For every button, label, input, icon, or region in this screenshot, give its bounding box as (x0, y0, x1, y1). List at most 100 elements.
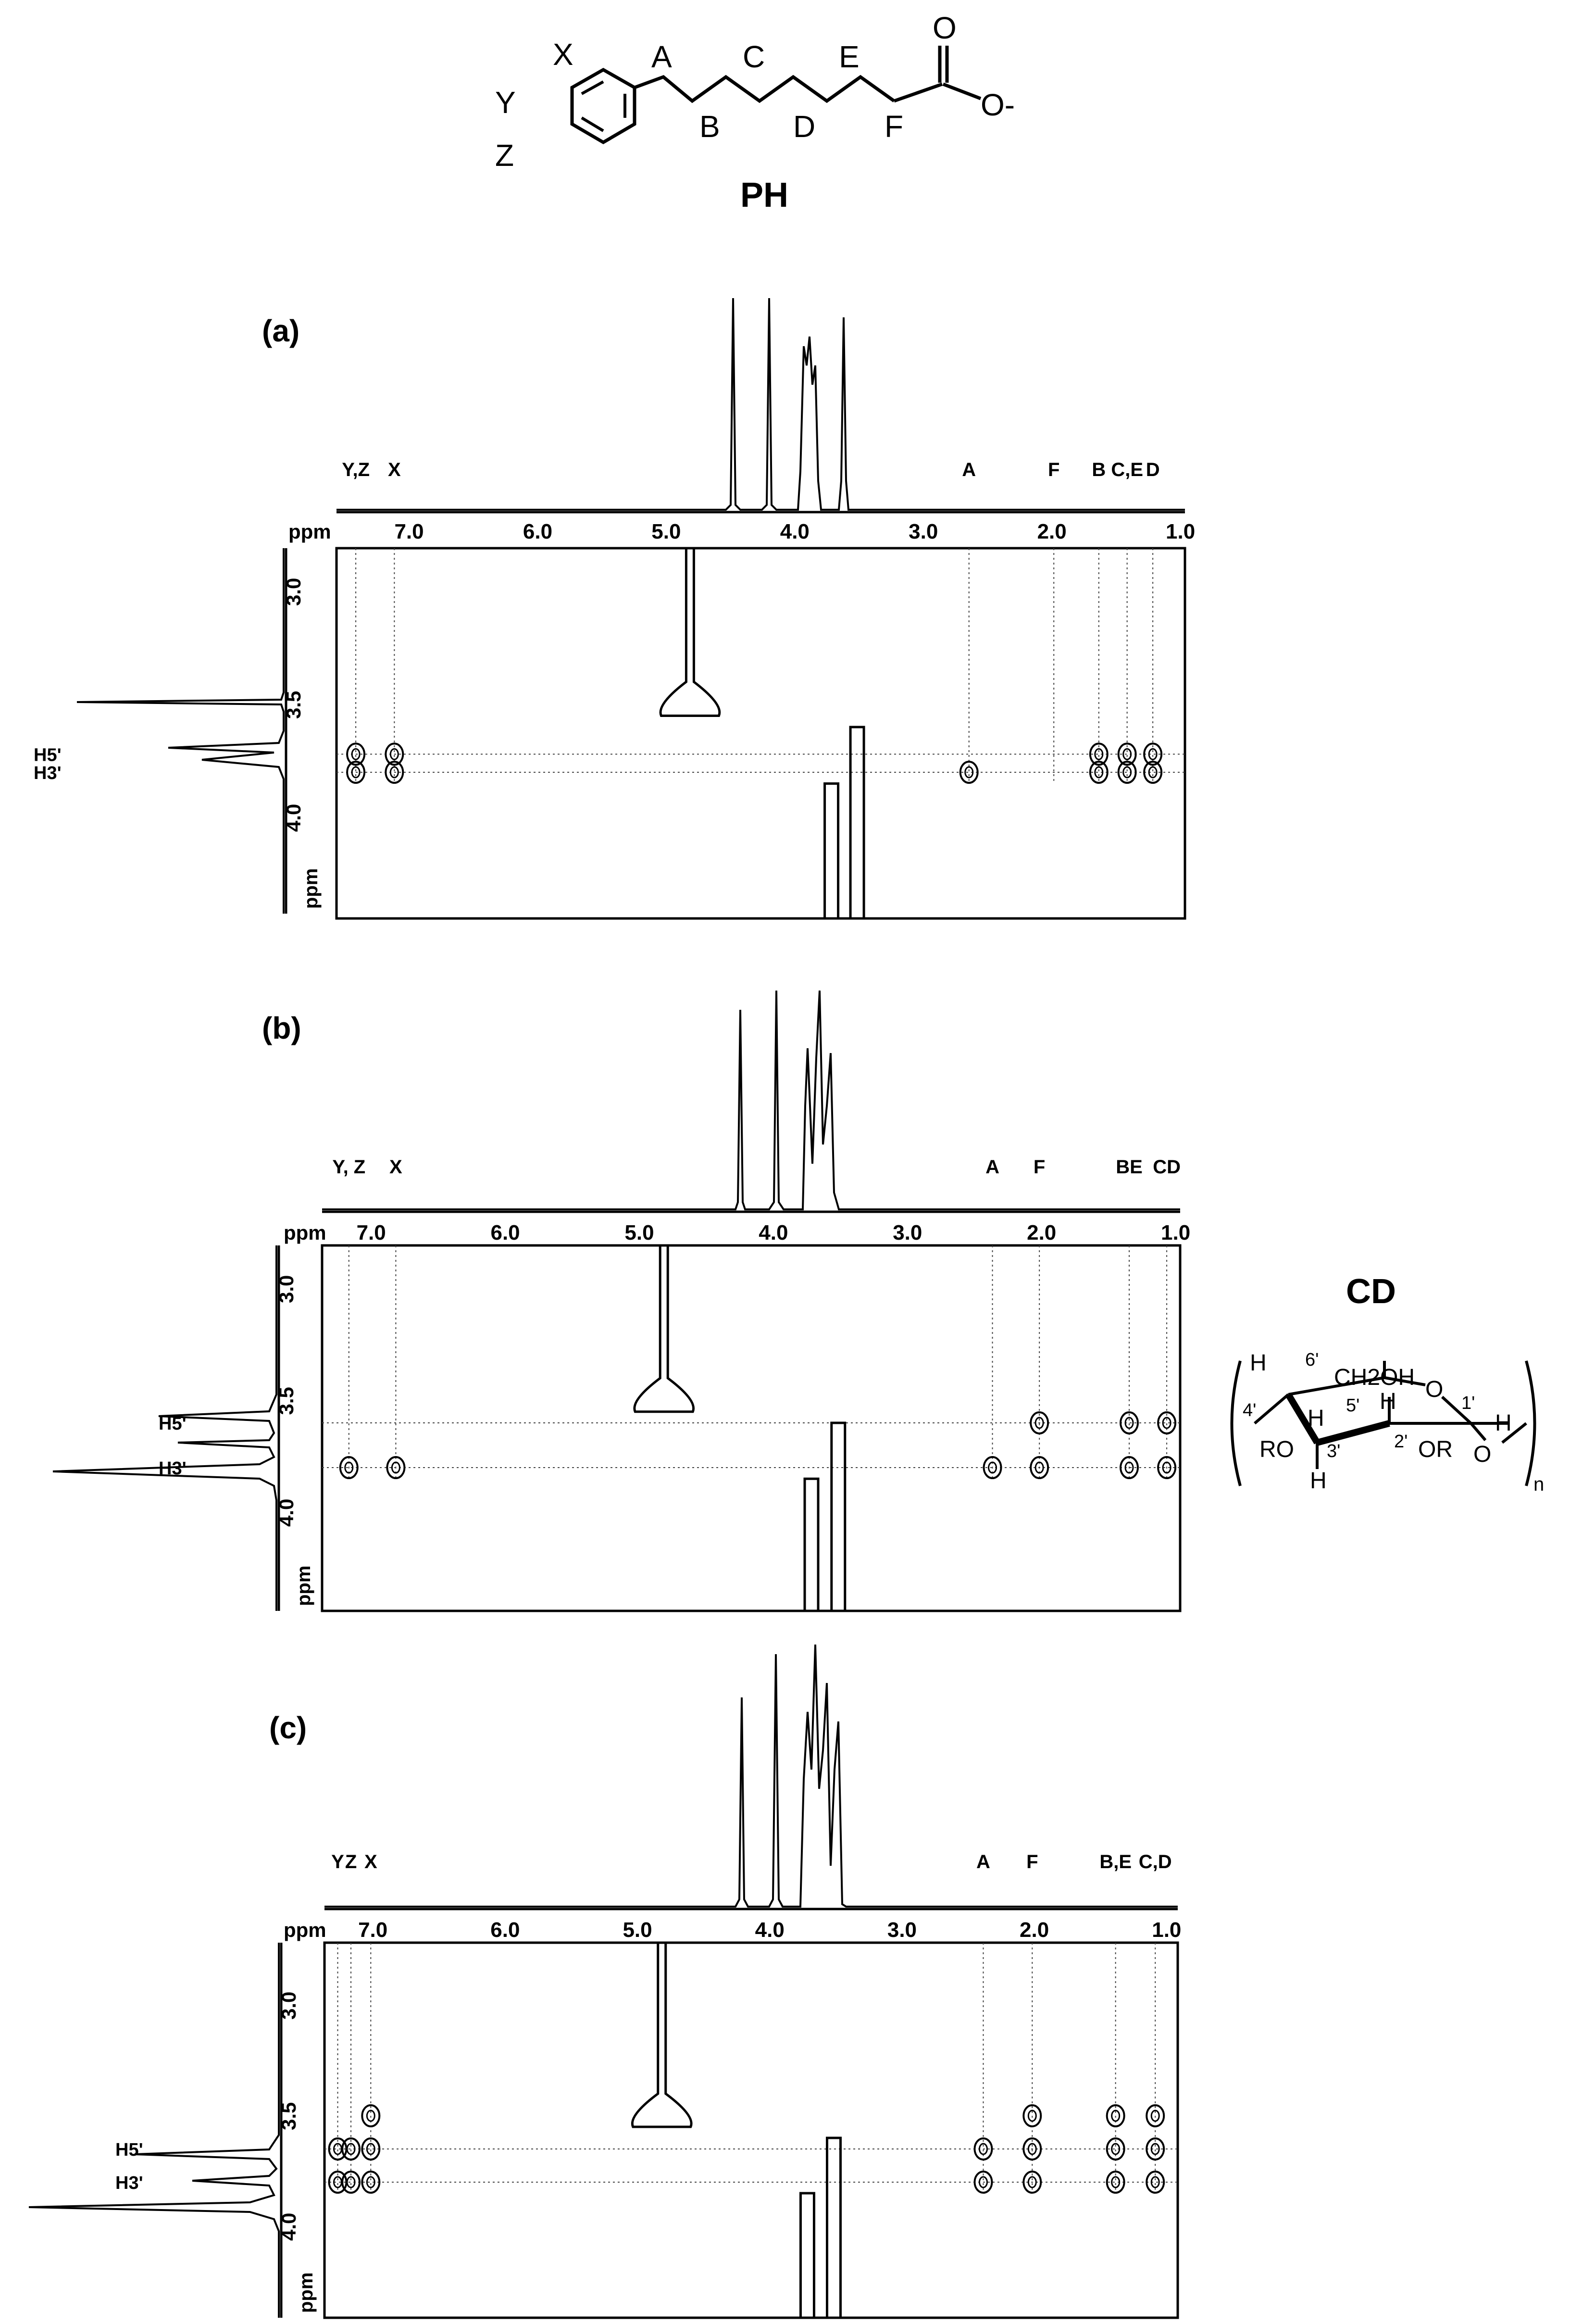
panel-a-peak-label: X (388, 459, 401, 480)
panel-b-cross-peak-inner (1034, 1461, 1044, 1474)
panel-c-cross-peak (328, 2171, 348, 2194)
panel-b-f1-unit: ppm (293, 1566, 314, 1606)
ph-label-x: X (553, 37, 573, 72)
panel-a-x-tick-label: 5.0 (651, 520, 681, 543)
cd-bond-bold (1285, 1393, 1321, 1445)
cd-bond (1441, 1395, 1472, 1425)
panel-c-peak-label: A (976, 1851, 990, 1872)
ph-label-f: F (885, 109, 903, 144)
panel-b-x-tick-label: 6.0 (490, 1221, 520, 1244)
panel-b-x-tick-label: 4.0 (759, 1221, 788, 1244)
panel-b-cross-peak (983, 1456, 1002, 1479)
panel-c-spectrum-trace (324, 1644, 1178, 1908)
panel-b-water-contour (633, 1245, 695, 1413)
panel-b-x-tick-label: 1.0 (1161, 1221, 1190, 1244)
cd-label: 6' (1305, 1350, 1319, 1370)
panel-a: (a) ppm ppm (76, 298, 1186, 920)
panel-c-cross-peak (361, 2104, 381, 2127)
panel-c-f1-label: H5' (115, 2140, 143, 2160)
cd-label: 4' (1243, 1400, 1256, 1420)
panel-b-cross-peak-inner (1034, 1417, 1044, 1429)
ring-inner-bond (581, 116, 604, 132)
panel-b-f1-label: H3' (159, 1458, 187, 1479)
panel-c-peak-label: F (1026, 1851, 1038, 1872)
panel-c-y-tick-label: 3.0 (277, 1992, 300, 2020)
cd-label: n (1533, 1474, 1544, 1495)
panel-c-cross-peak (341, 2171, 361, 2194)
panel-c-cross-peak-inner (1027, 2143, 1037, 2155)
panel-b-cd-contour (803, 1477, 820, 1612)
panel-a-cross-peak (1143, 761, 1163, 784)
ph-label-d: D (793, 109, 815, 144)
panel-c-peak-label: X (364, 1851, 377, 1872)
cd-label: 5' (1346, 1395, 1359, 1416)
panel-a-cd-contour (849, 726, 865, 920)
panel-a-y-tick-label: 3.0 (282, 578, 305, 606)
ph-label-e: E (839, 39, 860, 74)
ph-label-a: A (651, 39, 672, 74)
carboxylate-bond (942, 82, 982, 100)
panel-c-cross-peak (973, 2137, 993, 2161)
panel-b-cross-peak (1120, 1456, 1139, 1479)
panel-c-cross-peak (1146, 2171, 1165, 2194)
panel-b-label: (b) (262, 1011, 301, 1045)
panel-c-cross-peak (1146, 2137, 1165, 2161)
panel-c-contour-frame (323, 1941, 1179, 2319)
panel-a-x-tick-label: 3.0 (909, 520, 938, 543)
panel-c-cross-peak-inner (346, 2176, 356, 2188)
panel-c-peak-label: Y (331, 1851, 344, 1872)
panel-b-x-tick-label: 5.0 (624, 1221, 654, 1244)
panel-c-cross-peak-inner (1111, 2110, 1121, 2122)
cd-label: 1' (1461, 1393, 1475, 1413)
panel-a-cross-peak-inner (351, 748, 361, 760)
cd-label: H (1495, 1410, 1512, 1436)
panel-b-peak-label: BE (1116, 1156, 1143, 1178)
cd-bond-bold (1316, 1420, 1390, 1446)
ph-name: PH (740, 176, 788, 214)
cd-molecule: CD H 6' CH2OH O 4' 5' H 1' (1230, 1272, 1544, 1495)
panel-a-cross-peak-inner (964, 766, 974, 779)
panel-a-y-tick-label: 3.5 (282, 691, 305, 719)
panel-a-cross-peak (1117, 742, 1137, 766)
panel-b-cross-peak (1030, 1411, 1049, 1434)
panel-a-x-tick-label: 7.0 (394, 520, 424, 543)
panel-c-peak-label: C,D (1139, 1851, 1172, 1872)
panel-b-cross-peak-inner (1124, 1461, 1134, 1474)
panel-b-y-tick-label: 3.5 (275, 1387, 298, 1415)
panel-c-water-contour (631, 1943, 693, 2128)
cd-bracket-left (1230, 1360, 1242, 1486)
cd-label: 3' (1327, 1441, 1340, 1461)
panel-b-f1-label: H5' (159, 1414, 187, 1434)
cd-bond (1470, 1422, 1487, 1441)
cd-bond (1501, 1422, 1527, 1444)
panel-c-cross-peak (361, 2137, 381, 2161)
panel-c-peak-label: B,E (1099, 1851, 1132, 1872)
panel-a-f2-unit: ppm (288, 520, 331, 543)
cd-label: CH2OH (1334, 1365, 1415, 1390)
panel-c-peak-label: Z (345, 1851, 357, 1872)
panel-b-cross-peak-inner (344, 1461, 354, 1474)
panel-c-x-tick-label: 7.0 (358, 1918, 387, 1942)
panel-c-cross-peak-inner (1027, 2176, 1037, 2188)
panel-a-label: (a) (262, 314, 299, 348)
panel-b-f1-spectrum (52, 1245, 280, 1611)
panel-a-cross-peak-inner (1148, 748, 1158, 760)
panel-c-x-tick-label: 3.0 (887, 1918, 917, 1942)
panel-b-contour-frame (321, 1244, 1182, 1612)
panel-b-x-tick-label: 3.0 (893, 1221, 922, 1244)
panel-b-cross-peak (1157, 1411, 1177, 1434)
panel-a-cross-peak (385, 742, 404, 766)
panel-c-cd-contour (799, 2192, 815, 2319)
panel-a-x-tick-label: 4.0 (780, 520, 810, 543)
panel-b-cross-peak-inner (1124, 1417, 1134, 1429)
cd-bond (1384, 1376, 1426, 1386)
panel-a-water-contour (659, 548, 721, 717)
panel-a-cross-peak (1143, 742, 1163, 766)
panel-b-cross-peak-inner (1162, 1417, 1171, 1429)
panel-c-cross-peak (1106, 2171, 1125, 2194)
panel-a-f1-label: H5' (34, 745, 62, 765)
panel-a-x-tick-label: 6.0 (523, 520, 552, 543)
panel-c-cross-peak-inner (366, 2143, 375, 2155)
panel-a-cross-peak (1089, 761, 1109, 784)
panel-b-y-tick-label: 4.0 (275, 1499, 298, 1527)
